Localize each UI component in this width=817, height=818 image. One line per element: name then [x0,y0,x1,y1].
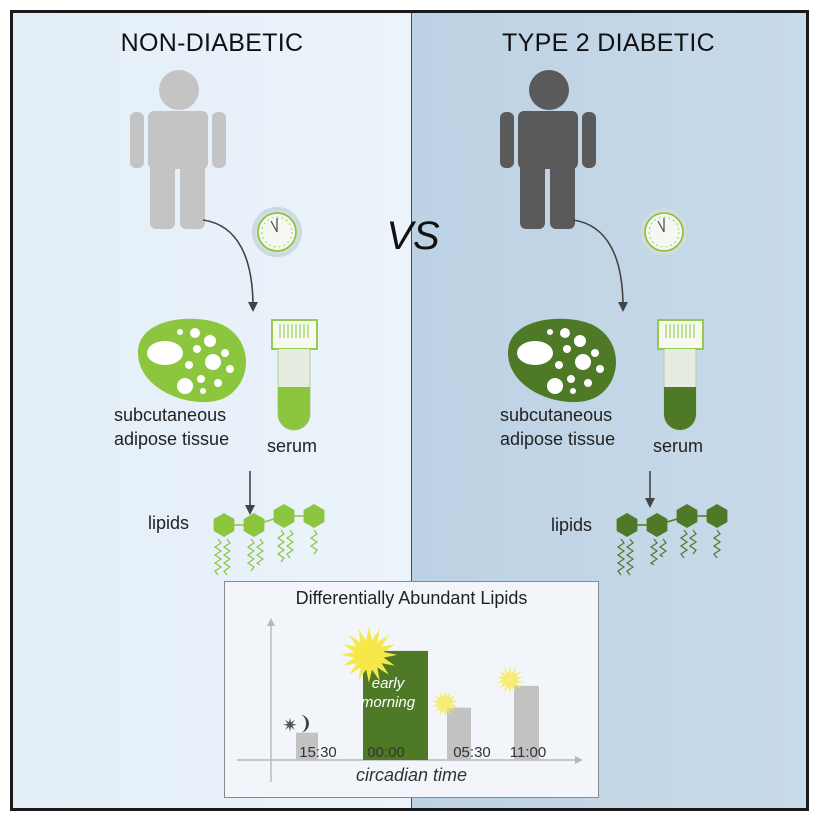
x-tick-label: 05:30 [453,744,491,761]
x-axis-title: circadian time [355,765,468,785]
lipid-chart-inset: Differentially Abundant Lipids 15:30 00:… [224,581,599,798]
adipose-cell-icon [138,318,247,403]
bar-0530 [447,707,471,760]
flow-arrow [202,219,258,312]
person-icon [500,70,596,229]
annotation-line2: morning [360,694,416,711]
chart-title: Differentially Abundant Lipids [295,588,528,608]
lipid-chain-icon [616,504,728,576]
right-tissue-label-line2: adipose tissue [500,429,616,449]
test-tube-icon [657,319,704,431]
right-lipids-label: lipids [551,515,593,535]
x-tick-label: 11:00 [509,744,547,761]
x-tick-label: 00:00 [367,744,405,761]
star-icon [283,717,297,732]
left-serum-label: serum [267,436,318,456]
clock-icon [252,207,302,257]
left-tissue-label-line1: subcutaneous [114,405,227,425]
person-icon [130,70,226,229]
left-tissue-label-line2: adipose tissue [114,429,230,449]
vs-label: VS [386,214,440,258]
clock-icon [639,207,689,257]
early-morning-annotation: early morning [353,674,423,712]
sun-icon [496,665,524,694]
right-tissue-label-line1: subcutaneous [500,405,613,425]
non-diabetic-heading: NON-DIABETIC [120,29,304,57]
sun-icon [432,690,458,717]
annotation-line1: early [371,675,405,692]
sun-icon [341,626,397,683]
diagram-graphics [130,70,728,576]
panel-divider [411,13,412,808]
lipid-bar-chart [237,618,583,782]
bar-1100 [514,685,539,760]
left-lipids-label: lipids [148,513,190,533]
adipose-cell-icon [508,318,617,403]
flow-arrow [572,219,628,312]
x-tick-label: 15:30 [299,744,337,761]
right-serum-label: serum [653,436,704,456]
test-tube-icon [271,319,318,431]
figure-frame: NON-DIABETIC TYPE 2 DIABETIC VS subcutan… [10,10,809,811]
bar-1530 [296,732,318,760]
lipid-chain-icon [213,504,325,576]
type2-diabetic-heading: TYPE 2 DIABETIC [502,29,715,57]
moon-icon [300,714,309,733]
